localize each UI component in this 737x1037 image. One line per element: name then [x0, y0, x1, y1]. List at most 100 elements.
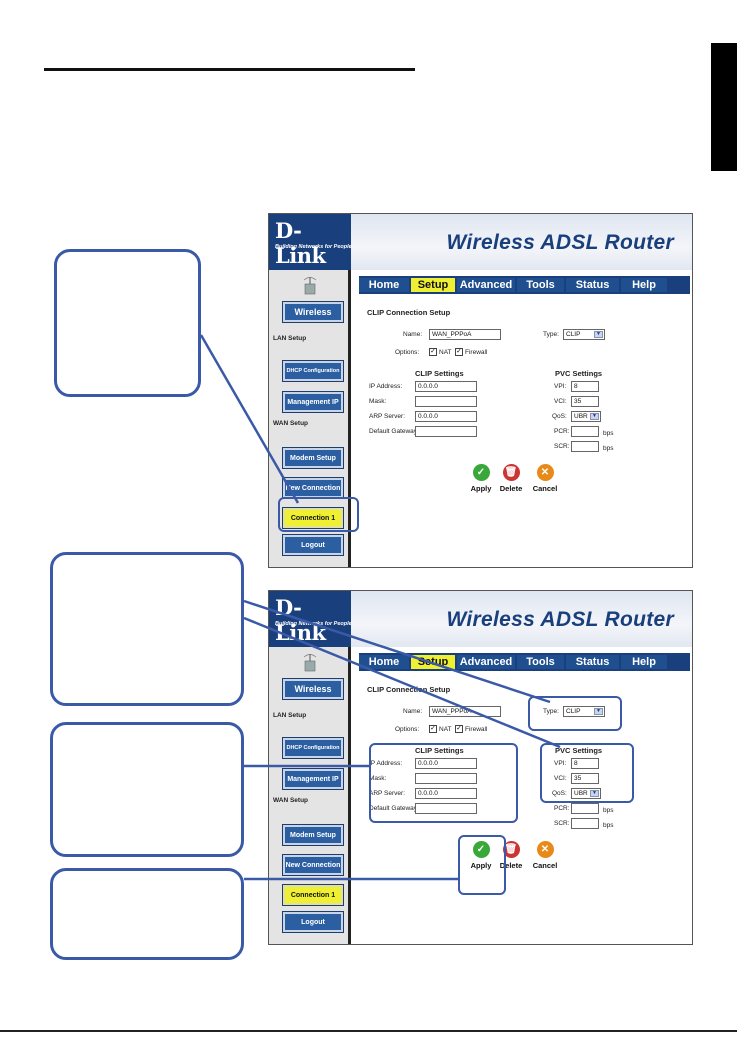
pcr-unit: bps	[603, 807, 614, 814]
ip-address-input[interactable]: 0.0.0.0	[415, 758, 477, 769]
tab-tools[interactable]: Tools	[517, 653, 564, 669]
firewall-checkbox[interactable]: ✓	[455, 348, 463, 356]
type-label: Type:	[543, 331, 559, 338]
dlink-logo: D-Link	[275, 218, 326, 268]
options-label: Options:	[395, 349, 420, 356]
nat-label: NAT	[439, 349, 452, 356]
scr-unit: bps	[603, 445, 614, 452]
default-gateway-input[interactable]	[415, 803, 477, 814]
clip-setup-form: CLIP Connection Setup Name: WAN_PPPoA Ty…	[359, 296, 692, 567]
callout-box-2	[50, 552, 244, 706]
connection-1-button[interactable]: Connection 1	[283, 508, 343, 528]
tab-help[interactable]: Help	[621, 653, 667, 669]
name-input[interactable]: WAN_PPPoA	[429, 706, 501, 717]
default-gateway-input[interactable]	[415, 426, 477, 437]
nat-checkbox[interactable]: ✓	[429, 725, 437, 733]
callout-box-4	[50, 868, 244, 960]
tab-tools[interactable]: Tools	[517, 276, 564, 292]
chevron-down-icon: ▼	[590, 790, 599, 797]
vpi-input[interactable]: 8	[571, 758, 599, 769]
language-tab	[711, 43, 737, 171]
mask-input[interactable]	[415, 396, 477, 407]
name-input[interactable]: WAN_PPPoA	[429, 329, 501, 340]
wireless-button[interactable]: Wireless	[283, 679, 343, 699]
connection-1-button[interactable]: Connection 1	[283, 885, 343, 905]
tab-help[interactable]: Help	[621, 276, 667, 292]
wan-setup-label: WAN Setup	[273, 797, 309, 804]
qos-select[interactable]: UBR ▼	[571, 411, 601, 422]
scr-input[interactable]	[571, 818, 599, 829]
apply-button[interactable]: ✓ Apply	[461, 841, 501, 870]
delete-button[interactable]: 🗑 Delete	[491, 841, 531, 870]
top-nav: Home Setup Advanced Tools Status Help	[359, 276, 690, 292]
management-ip-button[interactable]: Management IP	[283, 769, 343, 789]
vpi-input[interactable]: 8	[571, 381, 599, 392]
dlink-tagline: Building Networks for People	[275, 621, 352, 627]
arp-server-label: ARP Server:	[369, 790, 406, 797]
scr-input[interactable]	[571, 441, 599, 452]
callout-box-3	[50, 722, 244, 857]
firewall-checkbox[interactable]: ✓	[455, 725, 463, 733]
highlight-apply	[458, 835, 506, 895]
pvc-settings-title: PVC Settings	[555, 746, 603, 755]
modem-setup-button[interactable]: Modem Setup	[283, 825, 343, 845]
tab-setup[interactable]: Setup	[411, 653, 455, 669]
delete-button[interactable]: 🗑 Delete	[491, 464, 531, 493]
tab-home[interactable]: Home	[359, 276, 409, 292]
cancel-button[interactable]: ✕ Cancel	[525, 464, 565, 493]
pcr-input[interactable]	[571, 803, 599, 814]
mask-input[interactable]	[415, 773, 477, 784]
new-connection-button[interactable]: New Connection	[283, 478, 343, 498]
mask-label: Mask:	[369, 398, 387, 405]
cancel-button[interactable]: ✕ Cancel	[525, 841, 565, 870]
pvc-settings-title: PVC Settings	[555, 369, 603, 378]
default-gateway-label: Default Gateway:	[369, 805, 419, 812]
tab-advanced[interactable]: Advanced	[457, 276, 515, 292]
ip-address-input[interactable]: 0.0.0.0	[415, 381, 477, 392]
nat-checkbox[interactable]: ✓	[429, 348, 437, 356]
scr-label: SCR:	[554, 820, 570, 827]
tab-advanced[interactable]: Advanced	[457, 653, 515, 669]
check-icon: ✓	[472, 841, 490, 858]
wireless-button[interactable]: Wireless	[283, 302, 343, 322]
ip-address-label: IP Address:	[369, 760, 403, 767]
new-connection-button[interactable]: New Connection	[283, 855, 343, 875]
vci-input[interactable]: 35	[571, 396, 599, 407]
dhcp-configuration-button[interactable]: DHCP Configuration	[283, 361, 343, 381]
pcr-input[interactable]	[571, 426, 599, 437]
product-title: Wireless ADSL Router	[446, 231, 674, 254]
dhcp-configuration-button[interactable]: DHCP Configuration	[283, 738, 343, 758]
tab-status[interactable]: Status	[566, 653, 619, 669]
product-title: Wireless ADSL Router	[446, 608, 674, 631]
apply-button[interactable]: ✓ Apply	[461, 464, 501, 493]
trash-icon: 🗑	[502, 841, 520, 858]
modem-setup-button[interactable]: Modem Setup	[283, 448, 343, 468]
qos-select[interactable]: UBR ▼	[571, 788, 601, 799]
trash-icon: 🗑	[502, 464, 520, 481]
heading-underline	[44, 68, 415, 71]
arp-server-input[interactable]: 0.0.0.0	[415, 411, 477, 422]
highlight-type-select	[528, 696, 622, 731]
type-select[interactable]: CLIP ▼	[563, 706, 605, 717]
management-ip-button[interactable]: Management IP	[283, 392, 343, 412]
name-label: Name:	[403, 708, 423, 715]
mask-label: Mask:	[369, 775, 387, 782]
vpi-label: VPI:	[554, 383, 567, 390]
logout-button[interactable]: Logout	[283, 535, 343, 555]
close-icon: ✕	[536, 464, 554, 481]
highlight-clip-settings	[369, 743, 518, 823]
lan-setup-label: LAN Setup	[273, 335, 307, 342]
type-select[interactable]: CLIP ▼	[563, 329, 605, 340]
pcr-label: PCR:	[554, 805, 570, 812]
tab-home[interactable]: Home	[359, 653, 409, 669]
tab-setup[interactable]: Setup	[411, 276, 455, 292]
arp-server-input[interactable]: 0.0.0.0	[415, 788, 477, 799]
scr-label: SCR:	[554, 443, 570, 450]
vci-input[interactable]: 35	[571, 773, 599, 784]
clip-settings-title: CLIP Settings	[415, 746, 464, 755]
tab-status[interactable]: Status	[566, 276, 619, 292]
router-header: D-Link Building Networks for People Wire…	[269, 591, 692, 647]
wan-setup-label: WAN Setup	[273, 420, 309, 427]
logout-button[interactable]: Logout	[283, 912, 343, 932]
footer-rule	[0, 1030, 737, 1032]
